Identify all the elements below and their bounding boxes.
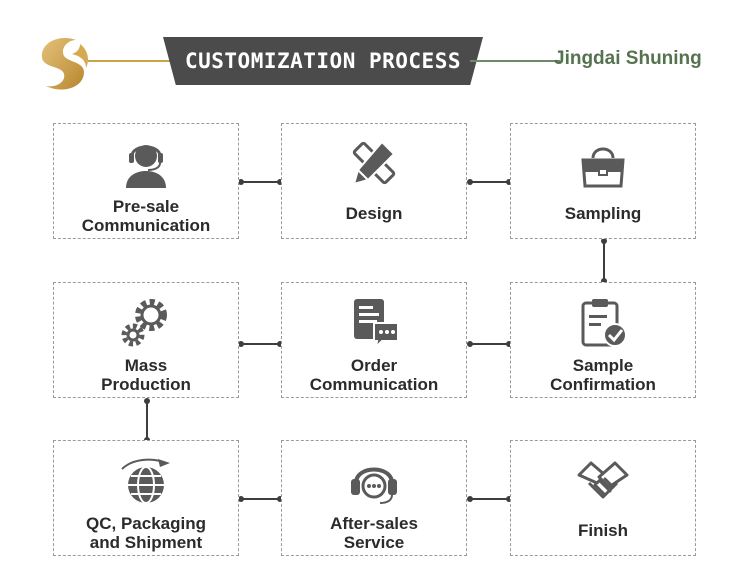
connector-3-4 bbox=[603, 240, 605, 282]
connector-2-3 bbox=[469, 181, 510, 183]
clipboard-check-icon bbox=[581, 299, 627, 347]
connector-dot bbox=[506, 179, 512, 185]
brand-logo bbox=[41, 38, 88, 90]
step-after-sales-service: After-sales Service bbox=[281, 440, 467, 556]
connector-6-7 bbox=[146, 400, 148, 441]
step-qc-packaging-shipment: QC, Packaging and Shipment bbox=[53, 440, 239, 556]
handshake-icon bbox=[577, 461, 629, 499]
step-order-communication: Order Communication bbox=[281, 282, 467, 398]
handbag-icon bbox=[581, 147, 625, 188]
gears-icon bbox=[121, 299, 167, 347]
page-title: CUSTOMIZATION PROCESS bbox=[184, 49, 461, 73]
connector-dot bbox=[144, 398, 150, 404]
step-finish: Finish bbox=[510, 440, 696, 556]
step-presale-communication: Pre-sale Communication bbox=[53, 123, 239, 239]
connector-dot bbox=[238, 341, 244, 347]
headset-chat-icon bbox=[351, 467, 397, 504]
connector-dot bbox=[467, 496, 473, 502]
step-design: Design bbox=[281, 123, 467, 239]
connector-dot bbox=[277, 341, 283, 347]
connector-8-9 bbox=[469, 498, 510, 500]
step-label: Design bbox=[345, 204, 403, 223]
step-label: and Shipment bbox=[89, 533, 203, 552]
connector-dot bbox=[601, 238, 607, 244]
step-label: Communication bbox=[81, 216, 211, 235]
brand-name: Jingdai Shuning bbox=[554, 48, 702, 69]
connector-7-8 bbox=[240, 498, 281, 500]
connector-dot bbox=[467, 179, 473, 185]
connector-dot bbox=[238, 496, 244, 502]
step-label: Mass bbox=[124, 356, 168, 375]
step-label: After-sales bbox=[330, 514, 418, 533]
step-sample-confirmation: Sample Confirmation bbox=[510, 282, 696, 398]
logo-divider-line bbox=[88, 60, 176, 62]
step-label: Pre-sale bbox=[112, 197, 180, 216]
step-label: Production bbox=[101, 375, 191, 394]
step-label: Order bbox=[350, 356, 398, 375]
connector-dot bbox=[467, 341, 473, 347]
page-title-banner: CUSTOMIZATION PROCESS bbox=[163, 37, 483, 85]
connector-1-2 bbox=[240, 181, 281, 183]
connector-dot bbox=[601, 278, 607, 284]
connector-dot bbox=[238, 179, 244, 185]
brand-divider-line bbox=[470, 60, 560, 62]
step-label: Finish bbox=[577, 521, 629, 540]
step-label: Sample bbox=[572, 356, 634, 375]
step-label: Sampling bbox=[564, 204, 642, 223]
step-mass-production: Mass Production bbox=[53, 282, 239, 398]
connector-4-5 bbox=[469, 343, 510, 345]
step-label: Service bbox=[343, 533, 405, 552]
connector-dot bbox=[277, 179, 283, 185]
step-label: Confirmation bbox=[550, 375, 656, 394]
step-label: QC, Packaging bbox=[86, 514, 206, 533]
connector-5-6 bbox=[240, 343, 281, 345]
customer-service-icon bbox=[126, 145, 166, 188]
document-chat-icon bbox=[354, 299, 399, 350]
step-label: Communication bbox=[309, 375, 439, 394]
pencil-ruler-icon bbox=[352, 140, 396, 186]
globe-plane-icon bbox=[121, 458, 170, 504]
connector-dot bbox=[277, 496, 283, 502]
connector-dot bbox=[506, 496, 512, 502]
connector-dot bbox=[506, 341, 512, 347]
step-sampling: Sampling bbox=[510, 123, 696, 239]
